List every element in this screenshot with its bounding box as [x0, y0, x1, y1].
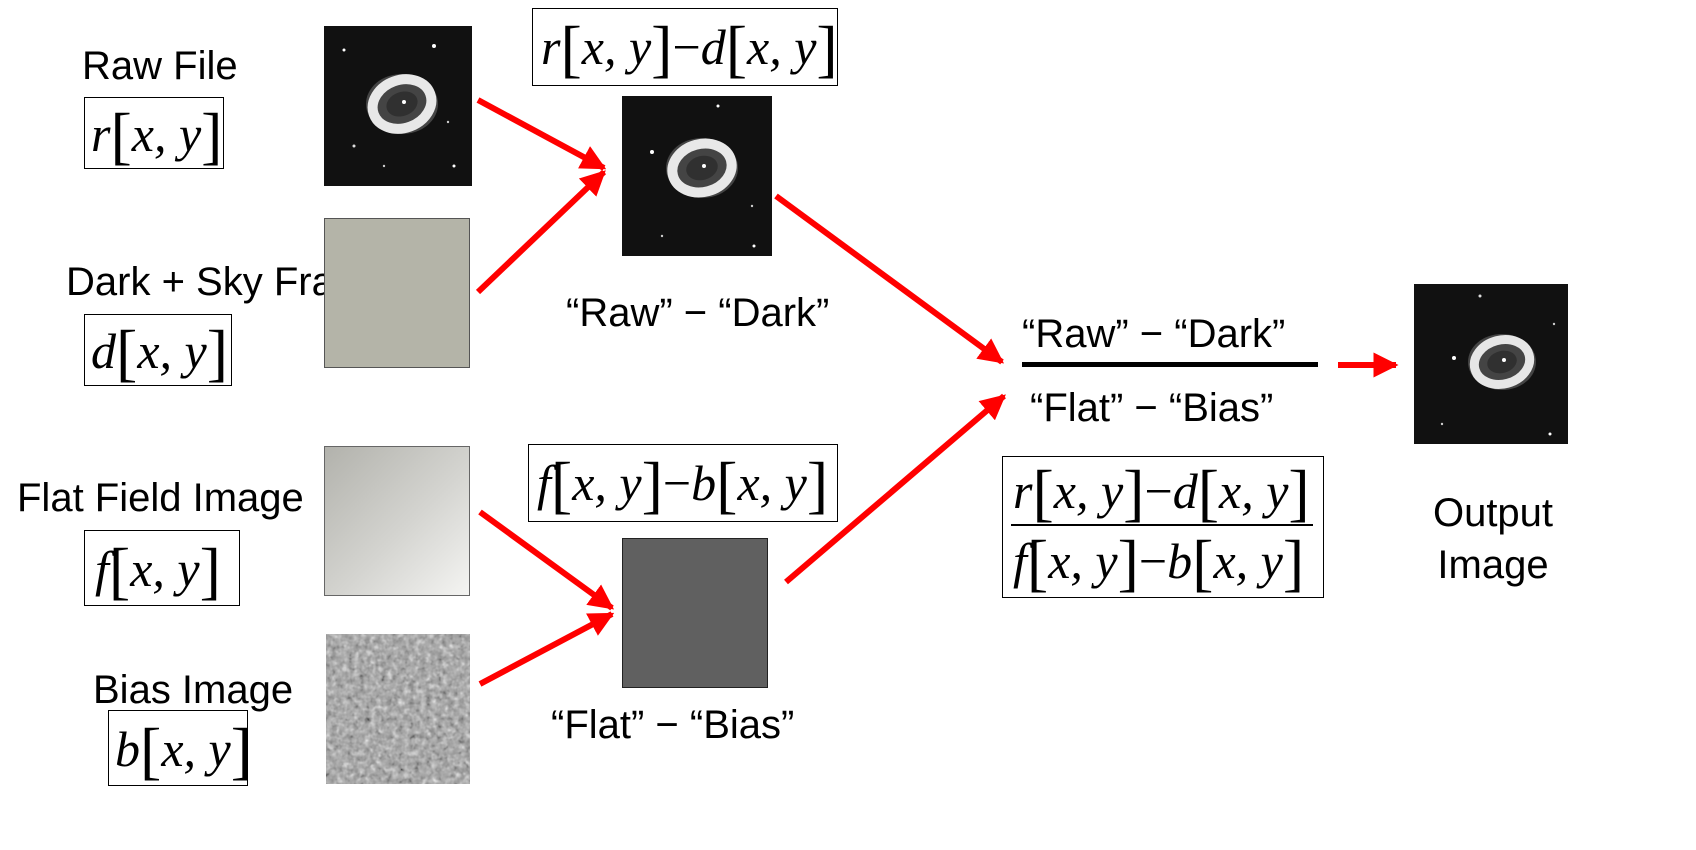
arrow-rawdark-to-ratio — [774, 193, 1005, 365]
flat-formula-box: f[x, y] — [84, 530, 240, 606]
dark-formula-box: d[x, y] — [84, 314, 232, 386]
dark-symbol: d — [91, 323, 116, 379]
ratio-formula-num-minus: − — [1144, 463, 1173, 519]
flat-field-image-label: Flat Field Image — [17, 476, 304, 520]
flat-minus-bias-image — [622, 538, 768, 688]
bias-symbol: b — [115, 721, 140, 777]
arrow-raw-to-diff — [476, 97, 607, 171]
output-label-line1: Output — [1432, 491, 1554, 535]
raw-minus-dark-formula: r[x, y]−d[x, y] — [541, 13, 838, 84]
dark-sky-frame-image — [324, 218, 470, 368]
arrow-dark-to-diff — [475, 169, 607, 295]
flat-coords: x, y — [130, 541, 200, 597]
raw-formula: r[x, y] — [91, 100, 223, 171]
flat-minus-bias-formula-box: f[x, y]−b[x, y] — [528, 444, 838, 522]
flat-minus-bias-minus-sign: − — [662, 455, 692, 511]
output-image-label: Output Image — [1418, 487, 1568, 591]
flat-minus-bias-coords-b: x, y — [737, 455, 807, 511]
bias-noise-image — [326, 634, 470, 784]
raw-coords: x, y — [131, 106, 202, 162]
dark-formula: d[x, y] — [91, 317, 229, 388]
raw-minus-dark-formula-box: r[x, y]−d[x, y] — [532, 8, 838, 86]
raw-minus-dark-symbol-b: d — [700, 19, 726, 75]
flat-minus-bias-symbol-b: b — [691, 455, 717, 511]
ratio-formula-num-symbol-b: d — [1172, 463, 1198, 519]
flat-minus-bias-coords-a: x, y — [572, 455, 642, 511]
ratio-formula-num-symbol-a: r — [1013, 463, 1033, 519]
bias-image-label: Bias Image — [93, 668, 294, 712]
flat-formula: f[x, y] — [95, 535, 221, 606]
bias-coords: x, y — [161, 721, 231, 777]
raw-minus-dark-caption: “Raw” − “Dark” — [566, 291, 830, 335]
raw-minus-dark-coords-a: x, y — [581, 19, 652, 75]
raw-minus-dark-nebula-image — [622, 96, 772, 256]
arrow-flat-to-diff — [478, 509, 615, 611]
ratio-formula-num-coords-a: x, y — [1053, 463, 1124, 519]
bias-formula: b[x, y] — [115, 715, 253, 786]
raw-minus-dark-symbol-a: r — [541, 19, 561, 75]
ratio-formula-denominator: f[x, y]−b[x, y] — [1013, 527, 1305, 598]
raw-nebula-image — [324, 26, 472, 186]
raw-formula-box: r[x, y] — [84, 97, 224, 169]
arrow-bias-to-diff — [478, 611, 615, 687]
ratio-formula-den-symbol-a: f — [1013, 533, 1027, 589]
raw-minus-dark-coords-b: x, y — [747, 19, 817, 75]
flat-field-image — [324, 446, 470, 596]
flat-minus-bias-symbol-a: f — [537, 455, 551, 511]
ratio-formula-den-coords-a: x, y — [1048, 533, 1118, 589]
ratio-formula-numerator: r[x, y]−d[x, y] — [1013, 457, 1310, 528]
output-nebula-image — [1414, 284, 1568, 444]
flat-minus-bias-formula: f[x, y]−b[x, y] — [537, 449, 829, 520]
ratio-formula-den-coords-b: x, y — [1213, 533, 1283, 589]
ratio-numerator: “Raw” − “Dark” — [1022, 312, 1286, 356]
ratio-formula-num-coords-b: x, y — [1219, 463, 1289, 519]
ratio-fraction-bar — [1022, 362, 1318, 367]
ratio-formula-bar — [1011, 524, 1313, 526]
bias-formula-box: b[x, y] — [108, 710, 252, 786]
raw-symbol: r — [91, 106, 111, 162]
dark-coords: x, y — [137, 323, 207, 379]
flat-minus-bias-caption: “Flat” − “Bias” — [551, 703, 795, 747]
arrow-flatbias-to-ratio — [784, 393, 1006, 585]
output-label-line2: Image — [1437, 543, 1549, 587]
raw-file-label: Raw File — [82, 44, 238, 88]
ratio-formula-den-minus: − — [1138, 533, 1168, 589]
raw-minus-dark-minus-sign: − — [672, 19, 701, 75]
ratio-formula-den-symbol-b: b — [1167, 533, 1193, 589]
ratio-denominator: “Flat” − “Bias” — [1030, 386, 1274, 430]
ratio-formula-box: r[x, y]−d[x, y] f[x, y]−b[x, y] — [1002, 456, 1324, 598]
flat-symbol: f — [95, 541, 109, 597]
